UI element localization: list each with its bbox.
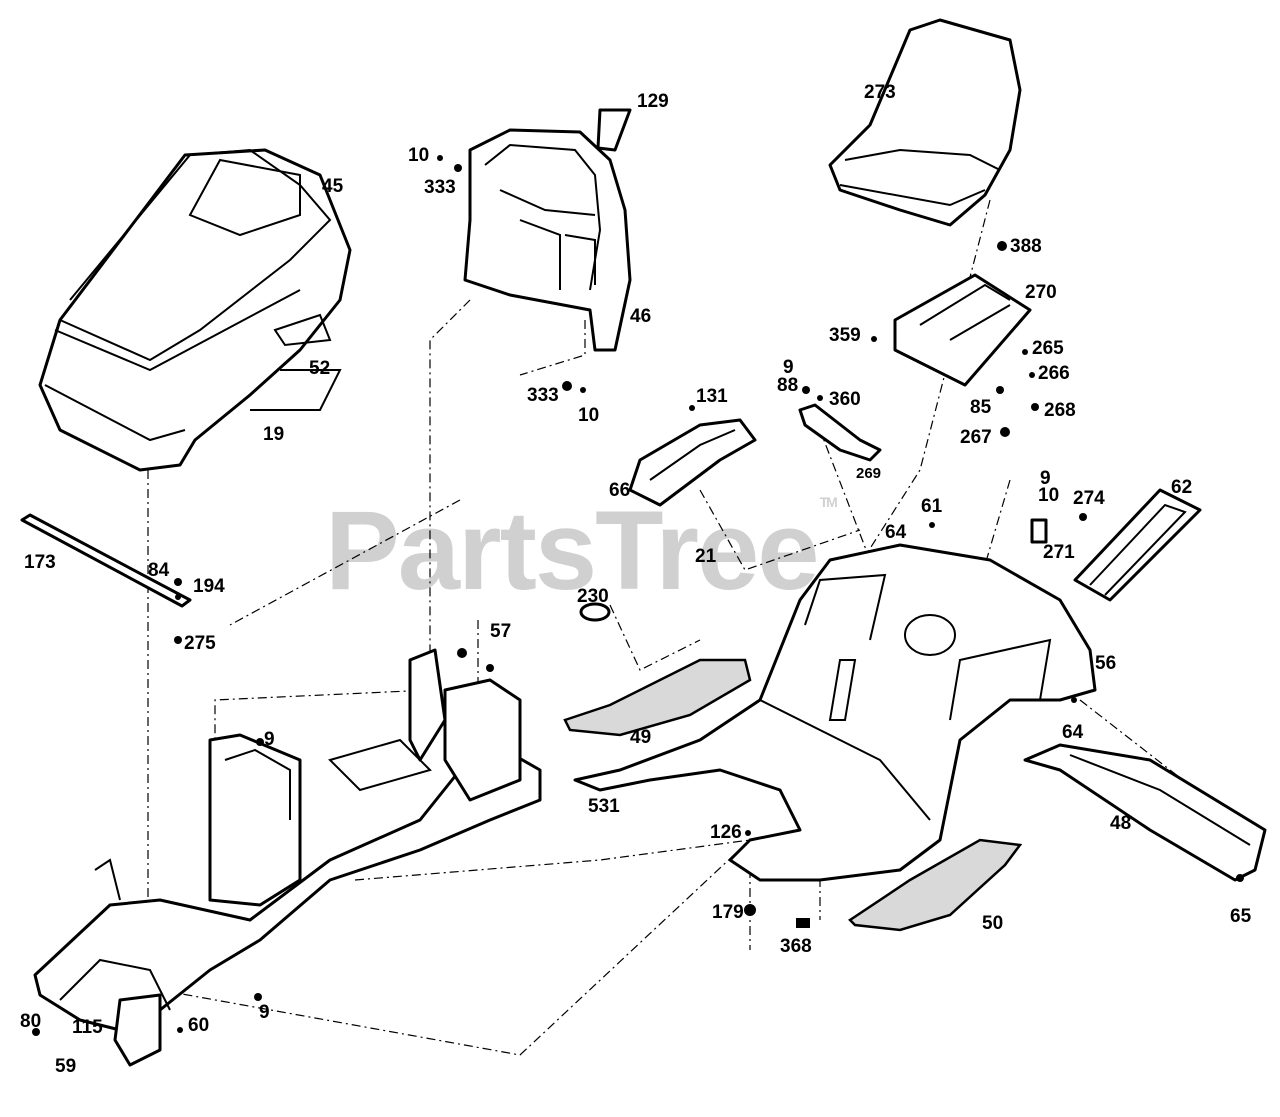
- callout-359: 359: [829, 325, 861, 346]
- callout-10: 10: [408, 145, 430, 166]
- callout-50: 50: [982, 913, 1004, 934]
- callout-9: 9: [783, 357, 794, 378]
- callout-57: 57: [490, 621, 512, 642]
- callout-84: 84: [148, 560, 170, 581]
- callout-21: 21: [695, 546, 717, 567]
- footrest-48: [1023, 743, 1267, 882]
- callout-46: 46: [630, 306, 652, 327]
- callout-61: 61: [921, 496, 943, 517]
- bracket-269: [798, 403, 882, 462]
- strap-173: [20, 513, 192, 608]
- spring-271: [1030, 518, 1048, 544]
- callout-271: 271: [1043, 542, 1075, 563]
- callout-531: 531: [588, 796, 620, 817]
- grommet-230: [579, 602, 611, 622]
- callout-80: 80: [20, 1011, 42, 1032]
- callout-194: 194: [193, 576, 225, 597]
- callout-268: 268: [1044, 400, 1076, 421]
- callout-267: 267: [960, 427, 992, 448]
- callout-129: 129: [637, 91, 669, 112]
- callout-65: 65: [1230, 906, 1252, 927]
- callout-9: 9: [264, 729, 275, 750]
- callout-64: 64: [885, 522, 907, 543]
- seat-273: [828, 18, 1022, 227]
- key-switch-129: [596, 108, 632, 152]
- callout-45: 45: [322, 176, 344, 197]
- callout-275: 275: [184, 633, 216, 654]
- callout-126: 126: [710, 822, 742, 843]
- hood-45: [38, 148, 352, 472]
- callout-10: 10: [578, 405, 600, 426]
- step-62: [1073, 488, 1202, 602]
- callout-179: 179: [712, 902, 744, 923]
- callout-19: 19: [263, 424, 285, 445]
- callout-59: 59: [55, 1056, 77, 1077]
- watermark-text: PartsTree: [325, 488, 820, 613]
- main-frame: [33, 648, 542, 1067]
- dash-panel-46: [463, 128, 632, 352]
- hardware-dots: [32, 155, 1244, 1036]
- callout-266: 266: [1038, 363, 1070, 384]
- callout-9: 9: [259, 1002, 270, 1023]
- callout-115: 115: [72, 1017, 103, 1038]
- floor-mat-49: [563, 658, 752, 737]
- plate-66: [628, 418, 757, 507]
- callout-9: 9: [1040, 468, 1051, 489]
- callout-230: 230: [577, 586, 609, 607]
- callout-273: 273: [864, 82, 896, 103]
- fender-body: [573, 543, 1097, 882]
- callout-64: 64: [1062, 722, 1084, 743]
- callout-60: 60: [188, 1015, 210, 1036]
- callout-56: 56: [1095, 653, 1117, 674]
- callout-333: 333: [527, 385, 559, 406]
- callout-88: 88: [777, 375, 799, 396]
- callout-265: 265: [1032, 338, 1064, 359]
- callout-360: 360: [829, 389, 861, 410]
- floor-mat-50: [848, 838, 1023, 932]
- callout-368: 368: [780, 936, 812, 957]
- callout-269: 269: [856, 465, 882, 482]
- seat-bracket-270: [893, 273, 1032, 387]
- callout-52: 52: [309, 358, 331, 379]
- callout-173: 173: [24, 552, 56, 573]
- callout-66: 66: [609, 480, 631, 501]
- callout-388: 388: [1010, 236, 1042, 257]
- callout-10: 10: [1038, 485, 1060, 506]
- callout-48: 48: [1110, 813, 1132, 834]
- callout-85: 85: [970, 397, 992, 418]
- callout-62: 62: [1171, 477, 1193, 498]
- watermark-trademark: TM: [819, 494, 838, 510]
- callout-270: 270: [1025, 282, 1057, 303]
- callout-49: 49: [630, 727, 652, 748]
- callout-131: 131: [696, 386, 728, 407]
- callout-274: 274: [1073, 488, 1105, 509]
- callout-333: 333: [424, 177, 456, 198]
